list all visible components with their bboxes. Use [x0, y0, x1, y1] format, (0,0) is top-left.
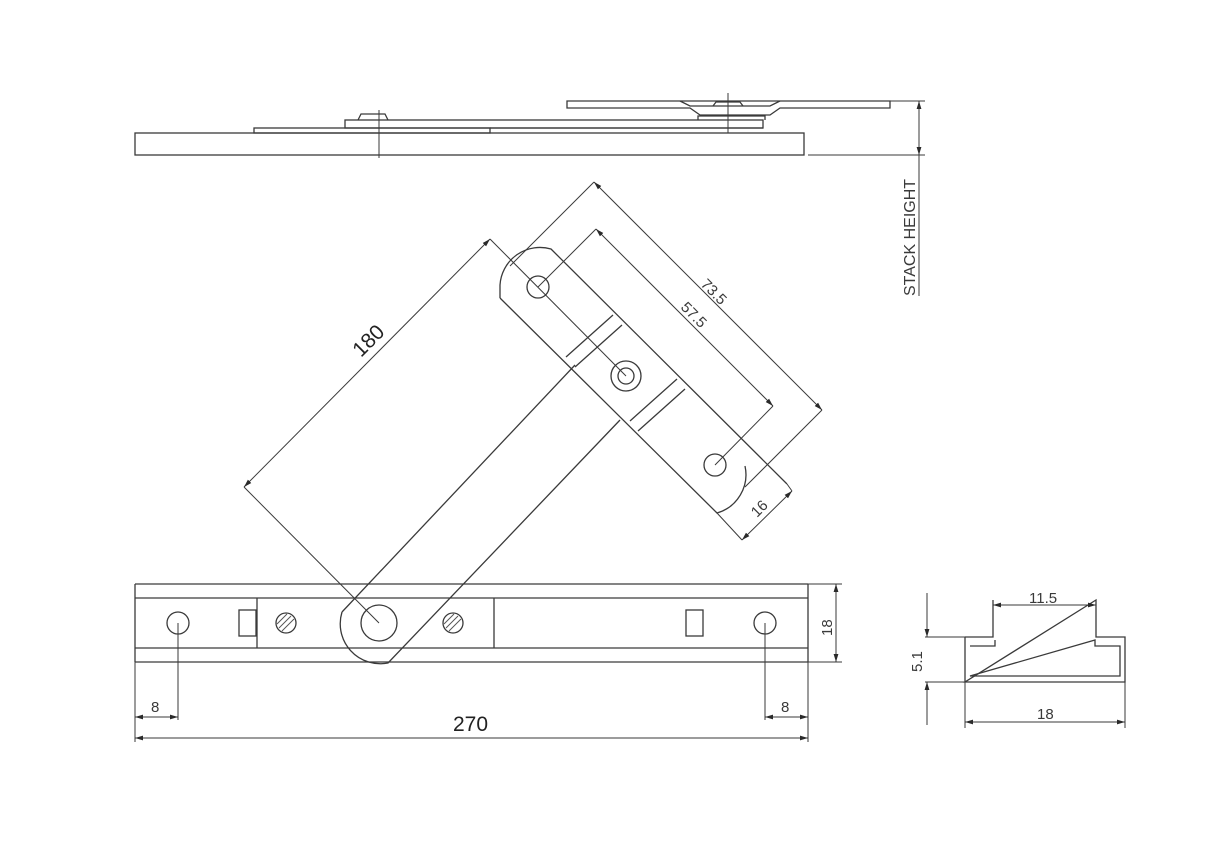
dimension-73-5-label: 73.5: [697, 276, 730, 309]
long-arm: [339, 364, 621, 665]
dimension-18-profile-label: 18: [1037, 706, 1054, 723]
stop-block-right: [685, 609, 704, 637]
screw-icon-right: [442, 612, 464, 634]
dimension-270-label: 270: [453, 713, 488, 736]
dimension-180-label: 180: [348, 320, 389, 361]
dimension-5-1-label: 5.1: [909, 651, 926, 672]
sash-arm-side: [566, 100, 891, 116]
arm-plate-side: [344, 119, 764, 129]
dimension-18-track: 18: [808, 583, 842, 663]
sash-hole-bottom: [703, 453, 727, 477]
dimension-8-right-label: 8: [781, 699, 789, 716]
dimension-8-left-label: 8: [151, 699, 159, 716]
dimension-16-label: 16: [748, 497, 772, 521]
screw-icon-left: [275, 612, 297, 634]
stack-height-label: STACK HEIGHT: [902, 179, 919, 296]
dimension-11-5-label: 11.5: [1029, 590, 1057, 607]
dimension-180: 180: [243, 238, 627, 624]
stop-block-left: [238, 609, 257, 637]
dimension-73-5: 73.5: [509, 181, 823, 488]
dimension-16: 16: [716, 483, 793, 541]
profile-section-view: 11.5 5.1 18: [909, 590, 1126, 728]
sash-hole-top: [526, 275, 550, 299]
dimension-270: 8 8 270: [134, 623, 809, 742]
pivot-hole: [360, 604, 398, 642]
profile-inner: [969, 639, 1121, 677]
rivet-head-left: [357, 113, 389, 121]
dimension-18-track-label: 18: [819, 619, 836, 636]
profile-outline: [962, 598, 1126, 683]
sash-arm: [499, 246, 788, 514]
plan-view: 180 73.5 57.5 16 18: [134, 181, 842, 742]
side-elevation-view: STACK HEIGHT: [134, 93, 925, 296]
dimension-57-5: 57.5: [537, 228, 774, 466]
dimension-57-5-label: 57.5: [677, 299, 710, 332]
slider-plate-side: [253, 127, 491, 134]
spacer-side: [697, 115, 766, 120]
base-track-side: [134, 132, 805, 156]
